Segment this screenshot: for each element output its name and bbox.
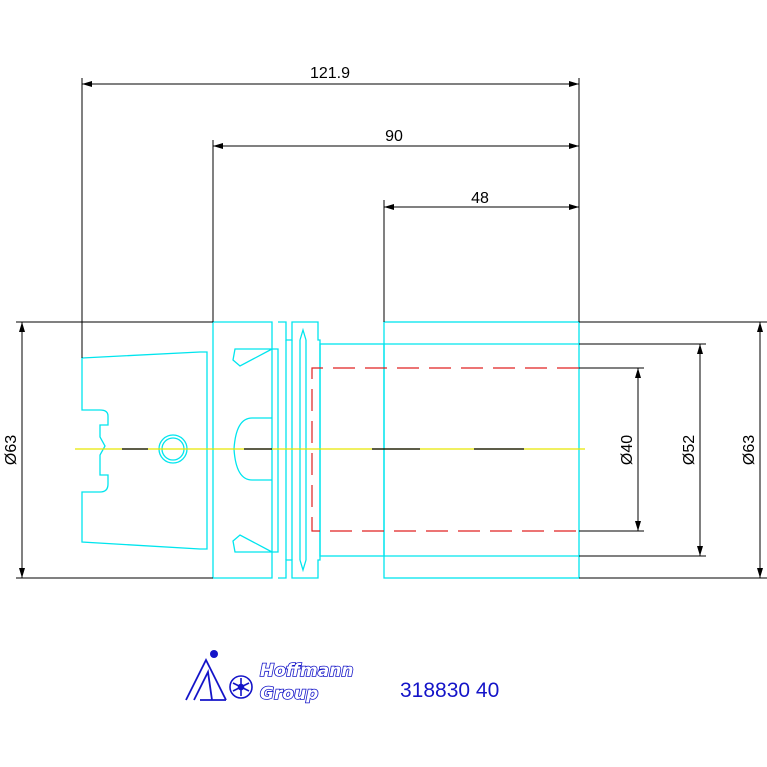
dim-shank-length: 90 [385,128,403,145]
dim-bore-diameter: Ø40 [619,435,636,465]
hidden-bore-outline [311,367,579,532]
snowflake-icon [229,675,253,699]
dim-sleeve-diameter: Ø52 [681,435,698,465]
groove-notch-bottom [299,559,307,573]
sleeve-body [383,321,580,579]
keyway-top [232,348,273,367]
part-number: 318830 40 [400,679,499,702]
hoffmann-logo: Hoffmann Group [185,650,354,705]
part-outline [81,321,580,579]
dim-outer-diameter-right: Ø63 [741,435,758,465]
logo-mark-icon [185,650,227,701]
flange [212,321,279,579]
dim-outer-diameter-left: Ø63 [3,435,20,465]
logo-text-hoffmann: Hoffmann [260,661,353,681]
logo-text-group: Group [260,684,318,704]
dim-overall-length: 121.9 [310,65,350,82]
hidden-bore [311,367,579,532]
keyway-bottom [232,534,273,553]
groove-notch-top [299,327,307,341]
dim-bore-depth: 48 [471,190,489,207]
hsk-shank [81,351,208,550]
groove-ring [278,321,321,579]
neck [319,343,385,557]
dimension-lines [16,78,767,579]
